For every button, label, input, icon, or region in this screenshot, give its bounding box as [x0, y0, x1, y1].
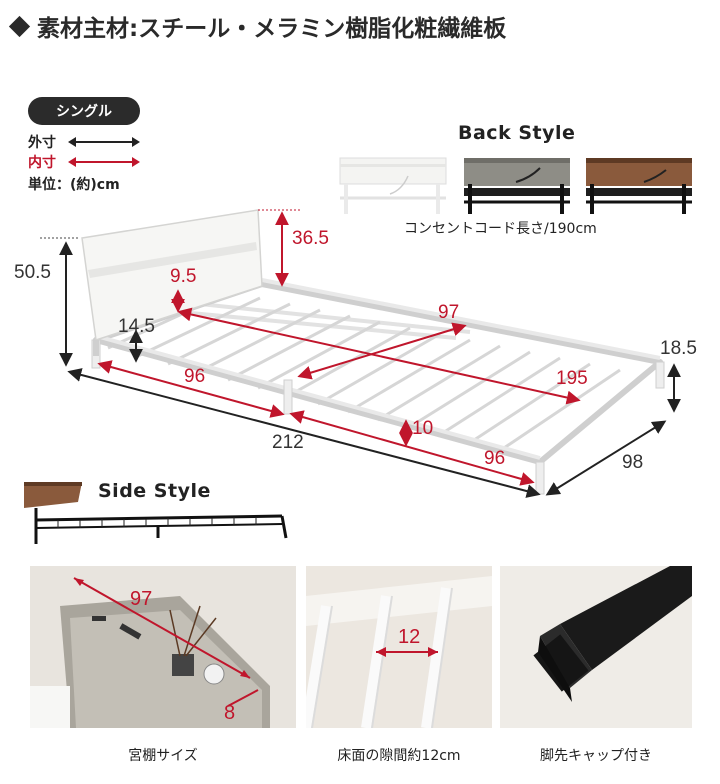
legend-outer: 外寸	[28, 132, 140, 152]
caption-shelf: 宮棚サイズ	[128, 748, 198, 764]
dim-floor-gap: 10	[412, 418, 434, 439]
dim-inner-length-side: 96	[184, 366, 206, 387]
double-arrow-red-icon	[68, 157, 140, 167]
diamond-bullet-icon	[8, 15, 31, 37]
unit-label: 単位：(約)cm	[28, 177, 120, 193]
dim-inner-length-side-2: 96	[484, 448, 506, 469]
dim-inner-length-full: 195	[556, 368, 588, 389]
dim-outer-width: 98	[622, 452, 644, 473]
caption-leg-cap: 脚先キャップ付き	[540, 748, 652, 764]
dim-height-total: 50.5	[14, 262, 51, 283]
side-style-title: Side Style	[98, 480, 211, 502]
leg-cap-photo	[500, 566, 692, 728]
legend-inner-label: 内寸	[28, 155, 56, 171]
dim-headboard-height: 36.5	[292, 228, 329, 249]
size-badge: シングル	[28, 97, 140, 125]
dim-foot-height: 18.5	[660, 338, 697, 359]
slat-gap-label: 12	[398, 626, 421, 648]
slat-gap-photo: 12	[306, 566, 492, 728]
dim-inner-width: 97	[438, 302, 460, 323]
double-arrow-black-icon	[68, 137, 140, 147]
shelf-width-label: 97	[130, 588, 153, 610]
cord-length-note: コンセントコード長さ/190cm	[404, 221, 597, 237]
material-title: 素材主材:スチール・メラミン樹脂化粧繊維板	[37, 16, 507, 42]
caption-slat-gap: 床面の隙間約12cm	[337, 748, 461, 764]
shelf-depth-label: 8	[224, 702, 236, 724]
page-title: 素材主材:スチール・メラミン樹脂化粧繊維板	[8, 6, 506, 46]
dim-headboard-gap: 9.5	[170, 266, 197, 287]
shelf-photo: 97 8	[30, 566, 296, 728]
legend-outer-label: 外寸	[28, 135, 56, 151]
dim-outer-length: 212	[272, 432, 304, 453]
back-style-white-image	[336, 154, 450, 216]
bed-frame-diagram	[40, 209, 681, 498]
dim-under-clearance: 14.5	[118, 316, 155, 337]
back-style-title: Back Style	[458, 122, 576, 144]
back-style-brown-image	[582, 154, 696, 216]
side-style-image	[24, 482, 288, 544]
back-style-gray-image	[460, 154, 574, 216]
legend-inner: 内寸	[28, 152, 140, 172]
